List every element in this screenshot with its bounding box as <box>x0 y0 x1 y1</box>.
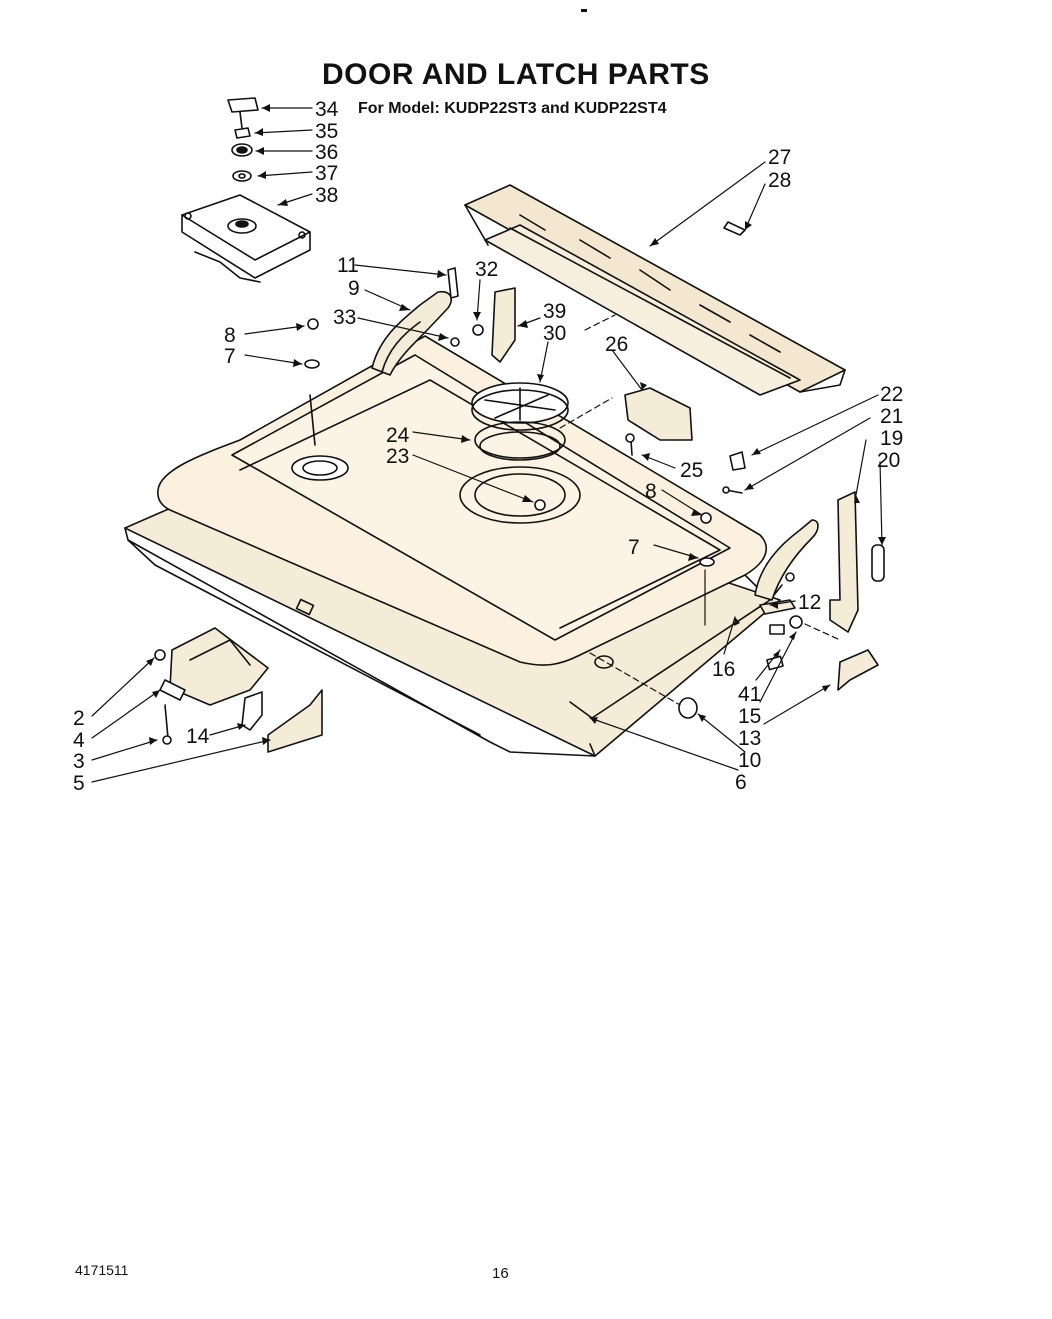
callout-36: 36 <box>315 141 338 164</box>
callout-35: 35 <box>315 120 338 143</box>
latch-parts-right <box>678 491 885 719</box>
callout-24: 24 <box>386 424 410 447</box>
callout-32: 32 <box>475 258 498 281</box>
callout-8-right: 8 <box>645 480 657 503</box>
callout-23: 23 <box>386 445 409 468</box>
callout-4: 4 <box>73 729 85 752</box>
latch-bracket-26 <box>624 387 693 441</box>
callout-39: 39 <box>543 300 566 323</box>
scan-mark <box>581 9 587 12</box>
hinge-arm-right <box>754 519 819 601</box>
callout-labels: 34 35 36 37 38 11 32 9 33 39 30 8 7 27 2… <box>73 98 903 795</box>
door-panel <box>124 335 783 757</box>
callout-12: 12 <box>798 591 821 614</box>
callout-22: 22 <box>880 383 903 406</box>
page-number: 16 <box>492 1265 509 1282</box>
callout-19: 19 <box>880 427 903 450</box>
callout-38: 38 <box>315 184 338 207</box>
callout-6: 6 <box>735 771 747 794</box>
arrowheads <box>146 104 886 745</box>
callout-10: 10 <box>738 749 761 772</box>
callout-7-right: 7 <box>628 536 640 559</box>
vent-rail <box>464 184 846 396</box>
model-subtitle: For Model: KUDP22ST3 and KUDP22ST4 <box>358 100 667 117</box>
callout-15: 15 <box>738 705 761 728</box>
callout-3: 3 <box>73 750 85 773</box>
callout-11: 11 <box>337 254 359 277</box>
callout-8: 8 <box>224 324 236 347</box>
callout-25: 25 <box>680 459 703 482</box>
latch-assembly-left <box>154 627 323 753</box>
callout-28: 28 <box>768 169 791 192</box>
dispenser-assembly <box>181 97 311 283</box>
callout-16: 16 <box>712 658 735 681</box>
spray-arm <box>471 382 569 511</box>
callout-26: 26 <box>605 333 628 356</box>
callout-13: 13 <box>738 727 761 750</box>
bracket-39 <box>491 287 516 363</box>
callout-21: 21 <box>880 405 903 428</box>
document-number: 4171511 <box>75 1262 129 1278</box>
callout-7: 7 <box>224 345 236 368</box>
page-title: DOOR AND LATCH PARTS <box>322 58 710 91</box>
callout-5: 5 <box>73 772 85 795</box>
callout-27: 27 <box>768 146 791 169</box>
callout-37: 37 <box>315 162 338 185</box>
callout-9: 9 <box>348 277 360 300</box>
callout-2: 2 <box>73 707 85 730</box>
callout-20: 20 <box>877 449 900 472</box>
callout-14: 14 <box>186 725 210 748</box>
small-parts <box>304 267 746 567</box>
callout-41: 41 <box>738 683 761 706</box>
callout-33: 33 <box>333 306 356 329</box>
leader-lines <box>91 107 883 783</box>
callout-30: 30 <box>543 322 566 345</box>
callout-34: 34 <box>315 98 339 121</box>
